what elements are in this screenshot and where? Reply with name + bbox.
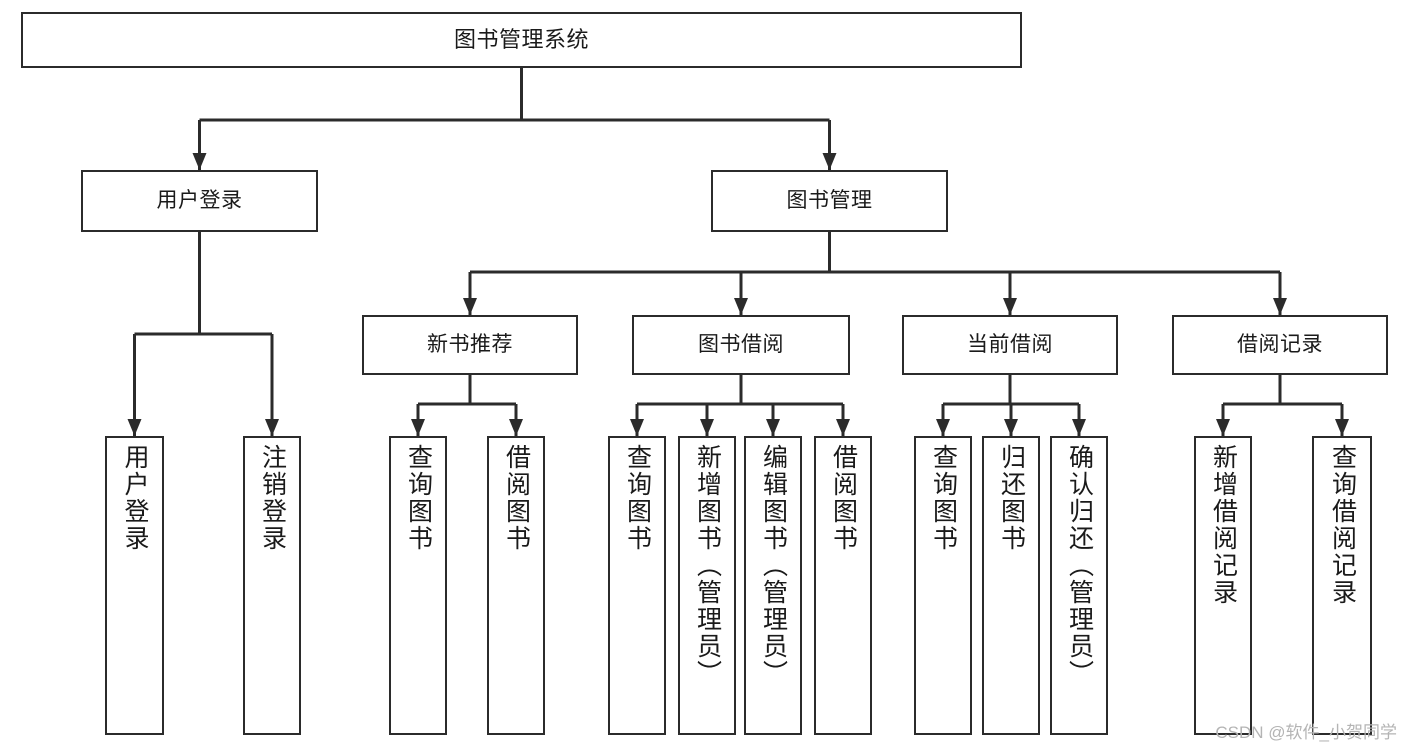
node-leaf-query-record[interactable]: 查询借阅记录 [1312, 436, 1372, 735]
node-current-borrow[interactable]: 当前借阅 [902, 315, 1118, 375]
arrowhead [1003, 298, 1017, 315]
arrowhead [766, 419, 780, 436]
node-label: 借阅图书 [502, 444, 531, 552]
arrowhead [1216, 419, 1230, 436]
node-label: 查询图书 [404, 444, 433, 552]
node-label: 新书推荐 [427, 332, 513, 356]
node-user-login[interactable]: 用户登录 [81, 170, 318, 232]
node-label: 图书管理系统 [453, 27, 589, 53]
arrowhead [192, 153, 207, 170]
node-new-book-rec[interactable]: 新书推荐 [362, 315, 578, 375]
arrowhead [265, 419, 279, 436]
watermark: CSDN @软件_小贺同学 [1215, 723, 1397, 742]
arrowhead [463, 298, 477, 315]
node-book-manage[interactable]: 图书管理 [711, 170, 948, 232]
node-label: 图书借阅 [698, 332, 784, 356]
arrowhead [1004, 419, 1018, 436]
arrowhead [127, 419, 142, 436]
arrowhead [1072, 419, 1086, 436]
node-label: 查询图书 [929, 444, 958, 552]
node-leaf-query-book-3[interactable]: 查询图书 [914, 436, 972, 735]
arrowhead [411, 419, 425, 436]
node-leaf-add-book[interactable]: 新增图书（管理员） [678, 436, 736, 735]
node-leaf-confirm-return[interactable]: 确认归还（管理员） [1050, 436, 1108, 735]
node-label: 确认归还（管理员） [1065, 444, 1094, 687]
arrowhead [509, 419, 523, 436]
node-label: 用户登录 [156, 188, 243, 212]
node-leaf-query-book-2[interactable]: 查询图书 [608, 436, 666, 735]
node-label: 图书管理 [786, 188, 873, 212]
node-root[interactable]: 图书管理系统 [21, 12, 1022, 68]
node-label: 新增图书（管理员） [693, 444, 722, 687]
arrowhead [836, 419, 850, 436]
node-leaf-edit-book[interactable]: 编辑图书（管理员） [744, 436, 802, 735]
node-leaf-add-record[interactable]: 新增借阅记录 [1194, 436, 1252, 735]
arrowhead [936, 419, 950, 436]
node-leaf-return-book[interactable]: 归还图书 [982, 436, 1040, 735]
node-label: 查询图书 [623, 444, 652, 552]
node-label: 归还图书 [997, 444, 1026, 552]
node-label: 用户登录 [121, 444, 149, 552]
arrowhead [630, 419, 644, 436]
node-label: 新增借阅记录 [1209, 444, 1238, 606]
arrowhead [1335, 419, 1349, 436]
arrowhead [1273, 298, 1287, 315]
node-label: 查询借阅记录 [1328, 444, 1357, 606]
arrowhead [700, 419, 714, 436]
node-leaf-user-login[interactable]: 用户登录 [105, 436, 164, 735]
node-label: 当前借阅 [967, 332, 1053, 356]
node-label: 借阅记录 [1237, 332, 1323, 356]
node-label: 注销登录 [258, 444, 287, 552]
node-label: 借阅图书 [829, 444, 858, 552]
node-leaf-logout[interactable]: 注销登录 [243, 436, 301, 735]
node-leaf-borrow-book-2[interactable]: 借阅图书 [814, 436, 872, 735]
node-leaf-borrow-book-1[interactable]: 借阅图书 [487, 436, 545, 735]
node-borrow-record[interactable]: 借阅记录 [1172, 315, 1388, 375]
node-leaf-query-book-1[interactable]: 查询图书 [389, 436, 447, 735]
node-book-borrow[interactable]: 图书借阅 [632, 315, 850, 375]
node-label: 编辑图书（管理员） [759, 444, 788, 687]
arrowhead [822, 153, 837, 170]
arrowhead [734, 298, 748, 315]
